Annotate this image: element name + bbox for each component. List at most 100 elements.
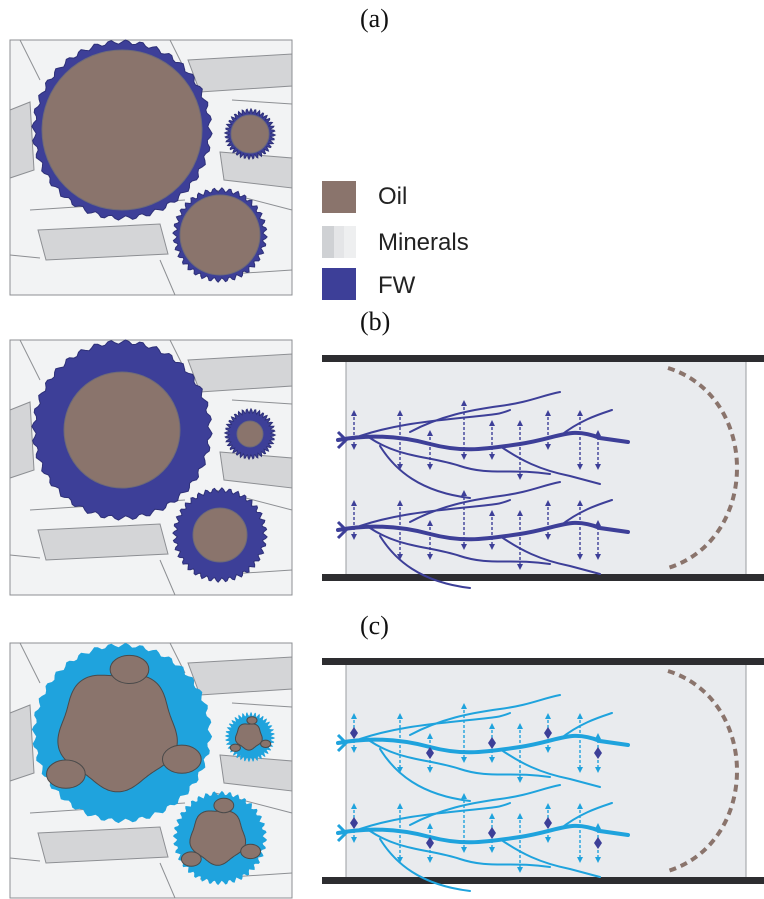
arrow-head-down bbox=[595, 767, 601, 773]
flow-branch bbox=[409, 481, 561, 523]
grain-boundary bbox=[9, 554, 41, 559]
flow-branch bbox=[379, 748, 471, 802]
arrow-head-down bbox=[351, 837, 357, 843]
flow-branch bbox=[379, 838, 471, 892]
arrow-head-down bbox=[427, 767, 433, 773]
flow-branch bbox=[559, 409, 613, 437]
mineral-grain bbox=[219, 754, 293, 792]
oil-droplet bbox=[63, 371, 181, 489]
arrow-head-down bbox=[427, 554, 433, 560]
fw-exchange-marker bbox=[594, 747, 602, 759]
arrow-head-down bbox=[489, 847, 495, 853]
arrow-head-up bbox=[489, 420, 495, 426]
mineral-grain bbox=[9, 401, 35, 479]
arrow-head-up bbox=[351, 410, 357, 416]
grain-boundary bbox=[231, 399, 293, 405]
panel-label-c: (c) bbox=[360, 611, 389, 640]
pore-panel-c bbox=[9, 642, 293, 899]
pipe-wall-top bbox=[322, 355, 764, 362]
arrow-head-up bbox=[351, 803, 357, 809]
inlet-fork bbox=[336, 520, 349, 540]
mineral-grain bbox=[37, 523, 169, 561]
arrow-head-down bbox=[545, 747, 551, 753]
arrow-head-up bbox=[397, 500, 403, 506]
arrow-head-up bbox=[577, 713, 583, 719]
arrow-head-down bbox=[545, 837, 551, 843]
arrow-head-up bbox=[427, 520, 433, 526]
arrow-head-up bbox=[517, 420, 523, 426]
flow-branch bbox=[359, 712, 511, 740]
oil-droplet bbox=[57, 674, 178, 793]
oil-patch bbox=[213, 797, 235, 814]
pipe-wall-bottom bbox=[322, 574, 764, 581]
oil-droplet bbox=[235, 723, 263, 751]
fw-exchange-marker bbox=[488, 827, 496, 839]
panel-label-b: (b) bbox=[360, 307, 391, 336]
oil-patch bbox=[246, 716, 258, 725]
flow-trunk bbox=[336, 520, 630, 542]
mineral-grain bbox=[219, 451, 293, 489]
arrow-head-up bbox=[545, 500, 551, 506]
arrow-head-down bbox=[397, 767, 403, 773]
flow-branch bbox=[369, 437, 551, 475]
mineral-grain bbox=[37, 826, 169, 864]
arrow-head-up bbox=[595, 823, 601, 829]
arrow-head-down bbox=[461, 847, 467, 853]
legend-label-oil: Oil bbox=[378, 183, 408, 210]
arrow-head-up bbox=[397, 410, 403, 416]
channel-body bbox=[346, 362, 746, 574]
flow-branch bbox=[559, 712, 613, 740]
grain-boundary bbox=[9, 857, 41, 862]
oil-patch bbox=[180, 851, 202, 867]
legend-label-fw: FW bbox=[378, 272, 416, 299]
flow-branch bbox=[379, 445, 471, 499]
flow-branch bbox=[559, 499, 613, 527]
arrow-head-up bbox=[351, 713, 357, 719]
arrow-head-down bbox=[595, 857, 601, 863]
channel-body bbox=[346, 665, 746, 877]
arrow-head-up bbox=[461, 400, 467, 406]
arrow-head-down bbox=[517, 777, 523, 783]
arrow-head-up bbox=[577, 410, 583, 416]
mineral-grain bbox=[37, 223, 169, 261]
arrow-head-down bbox=[489, 544, 495, 550]
arrow-head-up bbox=[427, 430, 433, 436]
oil-droplet bbox=[236, 420, 264, 448]
arrow-head-up bbox=[461, 703, 467, 709]
arrow-head-up bbox=[427, 823, 433, 829]
arrow-head-down bbox=[517, 564, 523, 570]
arrow-head-down bbox=[397, 857, 403, 863]
fw-exchange-marker bbox=[488, 737, 496, 749]
channel-panel-b bbox=[322, 355, 764, 589]
arrow-head-down bbox=[577, 857, 583, 863]
arrow-head-up bbox=[461, 490, 467, 496]
grain-boundary bbox=[19, 339, 41, 381]
oil-droplet bbox=[189, 810, 247, 866]
flow-branch bbox=[359, 802, 511, 830]
grain-boundary bbox=[231, 99, 293, 105]
oil-droplet bbox=[179, 194, 261, 276]
pipe-wall-bottom bbox=[322, 877, 764, 884]
arrow-head-up bbox=[517, 813, 523, 819]
oil-droplet bbox=[230, 114, 270, 154]
flow-branch bbox=[499, 535, 601, 575]
flow-branch bbox=[499, 748, 601, 788]
grain-boundary bbox=[159, 862, 176, 899]
arrow-head-up bbox=[545, 410, 551, 416]
arrow-head-up bbox=[517, 723, 523, 729]
arrow-head-down bbox=[427, 857, 433, 863]
minerals-swatch bbox=[322, 226, 334, 258]
flow-branch bbox=[369, 830, 551, 868]
fw-exchange-marker bbox=[594, 837, 602, 849]
arrow-head-down bbox=[427, 464, 433, 470]
inlet-fork bbox=[336, 430, 349, 450]
fw-exchange-marker bbox=[426, 837, 434, 849]
arrow-head-up bbox=[595, 520, 601, 526]
arrow-head-up bbox=[427, 733, 433, 739]
flow-branch bbox=[369, 740, 551, 778]
grain-boundary bbox=[159, 259, 176, 296]
arrow-head-up bbox=[577, 500, 583, 506]
arrow-head-down bbox=[489, 454, 495, 460]
flow-branch bbox=[409, 694, 561, 736]
grain-boundary bbox=[231, 702, 293, 708]
